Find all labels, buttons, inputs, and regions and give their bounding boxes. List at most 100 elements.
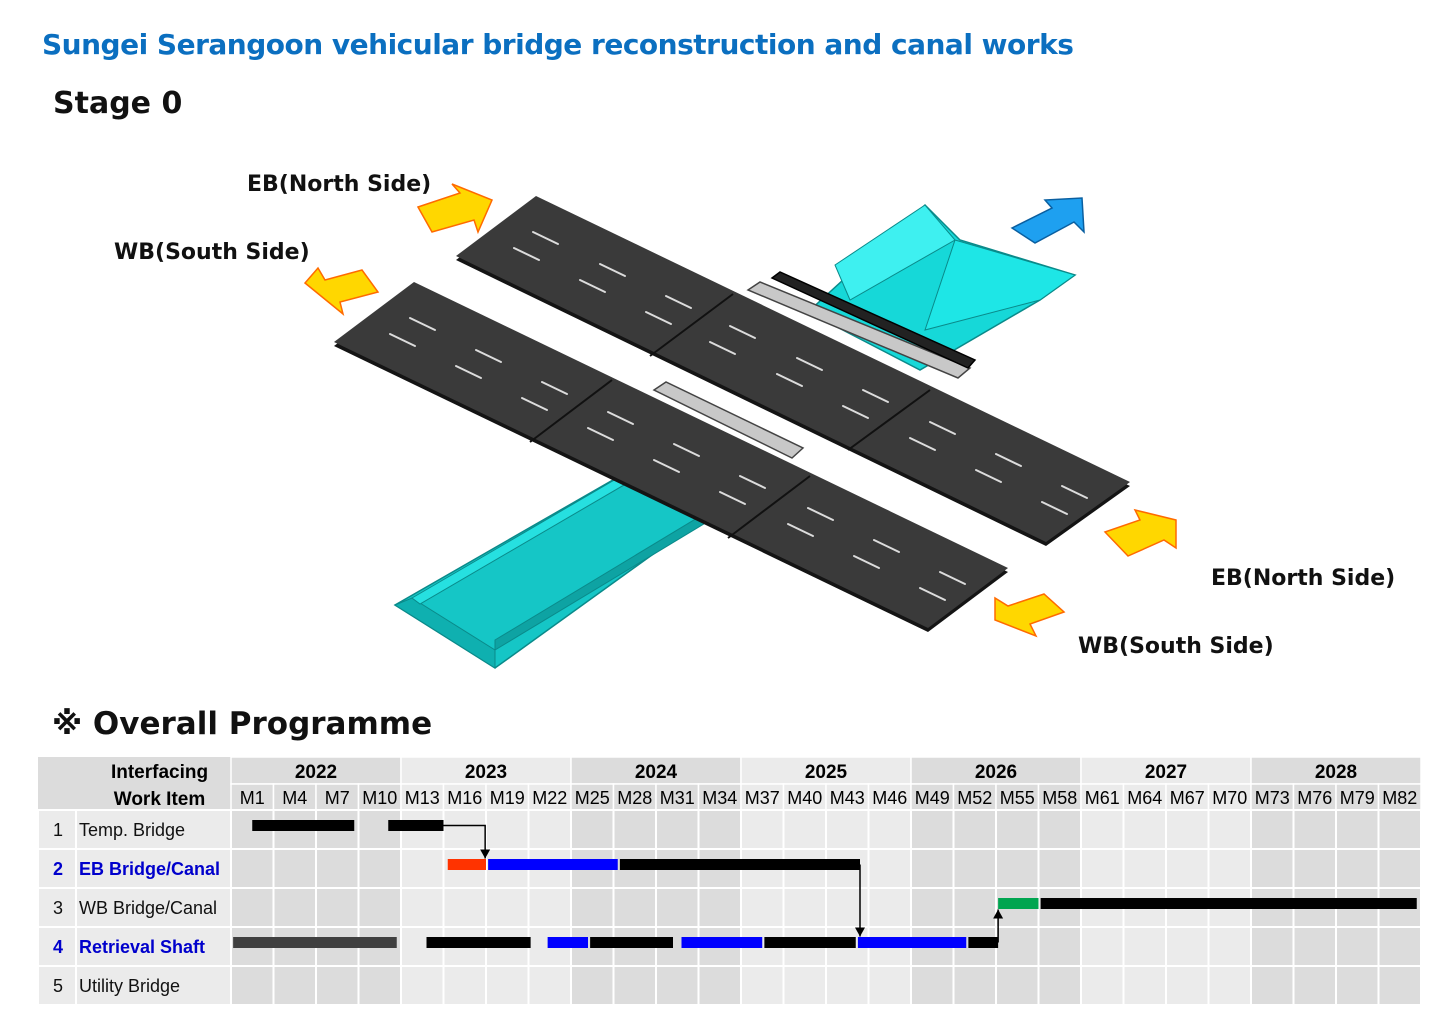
row-number: 5 (53, 976, 63, 996)
timeline-cell (1207, 848, 1252, 889)
timeline-cell (1250, 965, 1295, 1006)
timeline-cell (825, 965, 870, 1006)
timeline-cell (1292, 926, 1337, 967)
bridge-illustration (303, 183, 1177, 669)
month-label: M16 (447, 788, 482, 808)
month-label: M46 (872, 788, 907, 808)
month-label: M7 (325, 788, 350, 808)
month-label: M13 (405, 788, 440, 808)
timeline-cell (1122, 848, 1167, 889)
timeline-cell (1292, 809, 1337, 850)
timeline-cell (740, 887, 785, 928)
timeline-cell (1037, 926, 1082, 967)
row-label-cell (75, 887, 232, 928)
timeline-cell (995, 848, 1040, 889)
row-number-cell (38, 809, 77, 850)
timeline-cell (1122, 926, 1167, 967)
dependency-arrow (443, 824, 486, 859)
row-label-cell (75, 965, 232, 1006)
gantt-bar (857, 937, 967, 948)
arrow-eb-out-icon (1103, 508, 1177, 557)
header-line1: Interfacing (111, 762, 208, 783)
year-label: 2022 (295, 762, 337, 783)
timeline-cell (825, 809, 870, 850)
month-label: M31 (660, 788, 695, 808)
month-label: M34 (702, 788, 737, 808)
month-label: M61 (1085, 788, 1120, 808)
timeline-cell (315, 887, 360, 928)
timeline-cell (612, 887, 657, 928)
timeline-cell (655, 809, 700, 850)
row-label-cell (75, 848, 232, 889)
wb-left-label: WB(South Side) (114, 240, 310, 265)
month-header (655, 783, 700, 811)
timeline-cell (612, 965, 657, 1006)
timeline-cell (910, 809, 955, 850)
timeline-cell (952, 887, 997, 928)
timeline-cell (527, 809, 572, 850)
arrow-head-icon (480, 849, 491, 859)
timeline-cell (1335, 809, 1380, 850)
year-header (230, 757, 402, 785)
month-header (1122, 783, 1167, 811)
month-label: M40 (787, 788, 822, 808)
timeline-cell (230, 965, 275, 1006)
timeline-cell (442, 887, 487, 928)
year-label: 2027 (1145, 762, 1187, 783)
timeline-cell (527, 887, 572, 928)
timeline-cell (995, 965, 1040, 1006)
timeline-cell (740, 965, 785, 1006)
eb-bridge-deck (456, 196, 1130, 546)
timeline-cell (612, 809, 657, 850)
month-header (1207, 783, 1252, 811)
timeline-cell (570, 809, 615, 850)
timeline-cell (1292, 848, 1337, 889)
year-header (400, 757, 572, 785)
timeline-cell (485, 887, 530, 928)
timeline-cell (825, 887, 870, 928)
month-label: M76 (1297, 788, 1332, 808)
timeline-cell (272, 848, 317, 889)
timeline-cell (1207, 926, 1252, 967)
year-label: 2025 (805, 762, 848, 783)
timeline-cell (485, 965, 530, 1006)
timeline-cell (952, 848, 997, 889)
timeline-cell (782, 809, 827, 850)
eb-right-label: EB(North Side) (1211, 566, 1396, 591)
month-header (570, 783, 615, 811)
gantt-bar (488, 859, 618, 870)
temporary-bridge-beams (652, 271, 977, 459)
header-line2: Work Item (114, 789, 206, 810)
timeline-cell (1377, 848, 1422, 889)
year-label: 2023 (465, 762, 507, 783)
timeline-cell (867, 848, 912, 889)
timeline-cell (442, 809, 487, 850)
timeline-cell (1037, 965, 1082, 1006)
row-label-cell (75, 809, 232, 850)
programme-title: ※ Overall Programme (52, 706, 433, 742)
month-header (867, 783, 912, 811)
timeline-cell (1122, 965, 1167, 1006)
wb-bridge-deck (334, 282, 1008, 632)
timeline-cell (910, 848, 955, 889)
timeline-cell (1335, 965, 1380, 1006)
year-label: 2026 (975, 762, 1017, 783)
timeline-cell (1335, 926, 1380, 967)
gantt-bar (1040, 898, 1417, 909)
timeline-cell (1292, 965, 1337, 1006)
timeline-cell (570, 887, 615, 928)
timeline-cell (1377, 926, 1422, 967)
timeline-cell (910, 965, 955, 1006)
month-header (995, 783, 1040, 811)
timeline-cell (1165, 926, 1210, 967)
year-label: 2028 (1315, 762, 1357, 783)
month-label: M64 (1127, 788, 1162, 808)
month-label: M52 (957, 788, 992, 808)
month-label: M49 (915, 788, 950, 808)
timeline-cell (782, 887, 827, 928)
row-number: 3 (53, 898, 63, 918)
timeline-cell (1165, 965, 1210, 1006)
timeline-cell (740, 809, 785, 850)
timeline-cell (1122, 809, 1167, 850)
timeline-cell (1250, 926, 1295, 967)
